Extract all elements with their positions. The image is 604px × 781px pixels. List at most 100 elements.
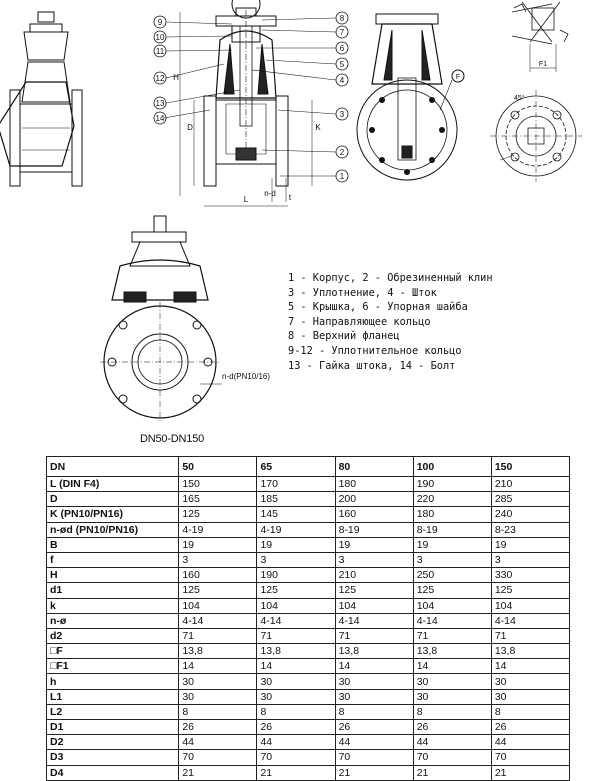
row-label: B	[45, 536, 180, 553]
callout-2: 2	[340, 148, 345, 157]
table-cell: 26	[334, 718, 414, 736]
table-cell: 200	[334, 491, 414, 508]
row-label: L1	[45, 688, 180, 705]
table-cell: 8	[334, 703, 414, 721]
callout-1: 1	[340, 172, 345, 181]
legend-line: 13 - Гайка штока, 14 - Болт	[288, 359, 456, 372]
nd-pn-label: n-d(PN10/16)	[222, 372, 271, 381]
row-label: D2	[45, 734, 180, 751]
header-cell: 65	[256, 456, 336, 477]
table-cell: 125	[412, 582, 492, 599]
table-cell: 30	[334, 673, 414, 690]
table-cell: 160	[334, 506, 414, 523]
row-label: h	[45, 673, 180, 690]
row-label: D3	[45, 749, 180, 766]
callout-4: 4	[340, 76, 345, 85]
row-label: n-ø	[45, 612, 180, 629]
table-cell: 3	[178, 551, 258, 569]
table-cell: 4-19	[256, 521, 336, 538]
callout-3: 3	[340, 110, 345, 119]
table-cell: 104	[490, 597, 571, 614]
table-cell: 330	[490, 567, 571, 584]
table-cell: 104	[334, 597, 414, 614]
stem-detail	[511, 1, 569, 72]
row-label: □F1	[45, 658, 180, 675]
table-cell: 70	[178, 749, 258, 766]
row-label: D1	[45, 718, 180, 736]
dim-L: L	[244, 195, 249, 204]
dim-t: t	[289, 193, 292, 202]
table-cell: 26	[178, 718, 258, 736]
callout-10: 10	[156, 33, 165, 42]
table-cell: 180	[412, 506, 492, 523]
legend-line: 1 - Корпус, 2 - Обрезиненный клин	[288, 272, 493, 284]
table-cell: 220	[412, 491, 492, 508]
table-cell: 180	[334, 475, 414, 493]
row-label: d1	[45, 582, 180, 599]
table-cell: 3	[256, 551, 336, 569]
table-cell: 13,8	[256, 643, 336, 660]
table-cell: 240	[490, 506, 571, 523]
table-cell: 71	[178, 627, 258, 645]
table-cell: 125	[256, 582, 336, 599]
callout-14: 14	[156, 114, 165, 123]
row-label: L2	[45, 703, 180, 721]
table-cell: 13,8	[334, 643, 414, 660]
table-cell: 21	[412, 764, 492, 781]
table-cell: 145	[256, 506, 336, 523]
table-cell: 71	[334, 627, 414, 645]
table-cell: 30	[490, 673, 571, 690]
technical-drawing: 9 10 11 12 13 14 8 7 6 5 4 3 2 1 H D K L…	[0, 0, 582, 422]
row-label: f	[45, 551, 180, 569]
table-cell: 104	[256, 597, 336, 614]
table-cell: 104	[178, 597, 258, 614]
side-view-left	[0, 11, 83, 187]
table-cell: 104	[412, 597, 492, 614]
drawing-caption: DN50-DN150	[140, 433, 205, 445]
row-label: D4	[45, 764, 180, 781]
table-cell: 21	[256, 764, 336, 781]
table-cell: 44	[334, 734, 414, 751]
table-cell: 13,8	[412, 643, 492, 660]
table-cell: 150	[178, 475, 258, 493]
dim-nd: n-d	[264, 189, 276, 198]
header-cell: DN	[45, 456, 180, 477]
table-cell: 21	[178, 764, 258, 781]
table-cell: 30	[412, 688, 492, 705]
table-cell: 19	[334, 536, 414, 553]
table-cell: 3	[412, 551, 492, 569]
table-cell: 125	[178, 582, 258, 599]
table-cell: 30	[178, 688, 258, 705]
row-label: K (PN10/PN16)	[45, 506, 180, 523]
table-cell: 4-14	[412, 612, 492, 629]
table-cell: 21	[490, 764, 571, 781]
table-cell: 14	[334, 658, 414, 675]
table-cell: 70	[334, 749, 414, 766]
header-cell: 80	[334, 456, 414, 477]
section-view	[153, 0, 349, 207]
side-section-right	[356, 13, 465, 181]
row-label: k	[45, 597, 180, 614]
table-cell: 30	[490, 688, 571, 705]
table-cell: 8	[178, 703, 258, 721]
table-cell: 30	[256, 688, 336, 705]
dim-H: H	[173, 73, 179, 82]
table-cell: 4-19	[178, 521, 258, 538]
flange-pattern	[490, 90, 582, 182]
table-cell: 210	[334, 567, 414, 584]
table-cell: 4-14	[490, 612, 571, 629]
table-cell: 44	[412, 734, 492, 751]
table-cell: 4-14	[178, 612, 258, 629]
